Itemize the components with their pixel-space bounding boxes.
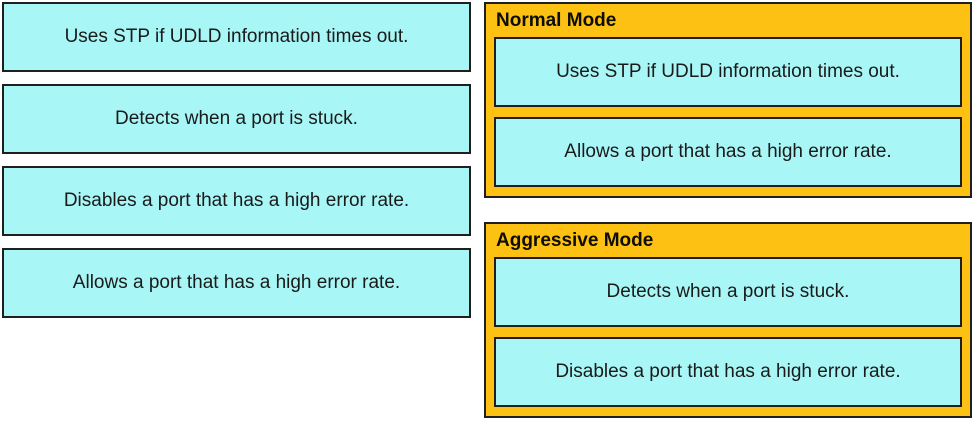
target-column: Normal Mode Uses STP if UDLD information… bbox=[484, 2, 972, 418]
drag-item-uses-stp[interactable]: Uses STP if UDLD information times out. bbox=[2, 2, 471, 72]
dropped-item-allows-port[interactable]: Allows a port that has a high error rate… bbox=[494, 117, 962, 187]
drag-item-allows-port[interactable]: Allows a port that has a high error rate… bbox=[2, 248, 471, 318]
drag-item-disables-port[interactable]: Disables a port that has a high error ra… bbox=[2, 166, 471, 236]
drop-group-normal-mode: Normal Mode Uses STP if UDLD information… bbox=[484, 2, 972, 198]
source-column: Uses STP if UDLD information times out. … bbox=[2, 2, 471, 318]
drag-item-detects-stuck[interactable]: Detects when a port is stuck. bbox=[2, 84, 471, 154]
dropped-item-disables-port[interactable]: Disables a port that has a high error ra… bbox=[494, 337, 962, 407]
group-title-normal-mode: Normal Mode bbox=[496, 10, 617, 31]
group-title-aggressive-mode: Aggressive Mode bbox=[496, 230, 654, 251]
dropped-item-detects-stuck[interactable]: Detects when a port is stuck. bbox=[494, 257, 962, 327]
drop-group-aggressive-mode: Aggressive Mode Detects when a port is s… bbox=[484, 222, 972, 418]
dropped-item-uses-stp[interactable]: Uses STP if UDLD information times out. bbox=[494, 37, 962, 107]
